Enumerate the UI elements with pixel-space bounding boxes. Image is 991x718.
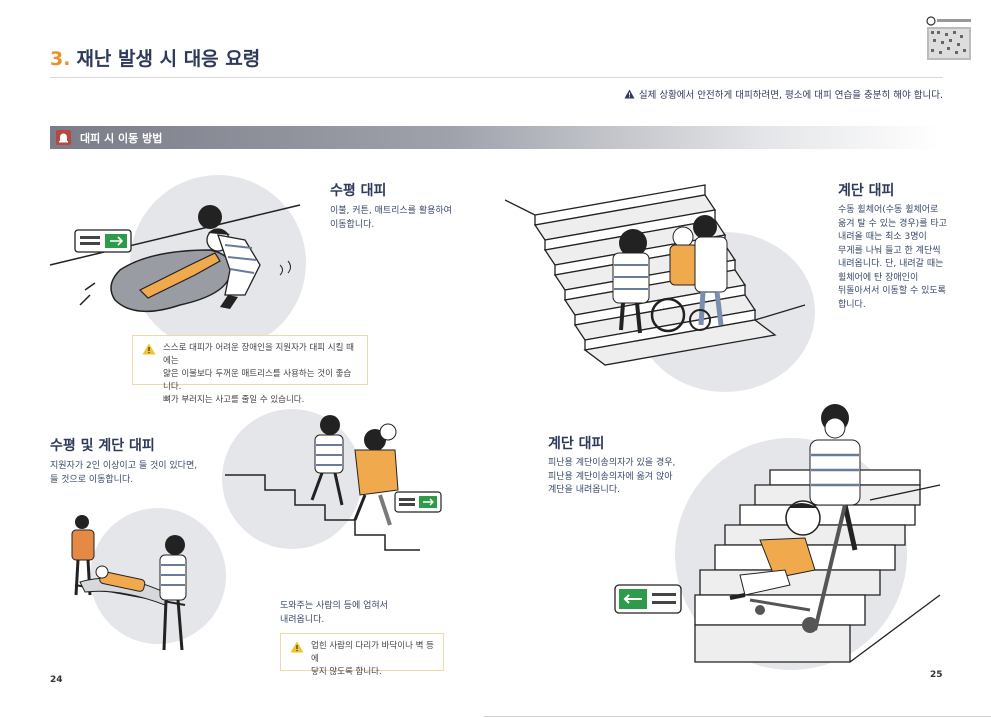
page-title: 3.재난 발생 시 대응 요령 — [50, 44, 260, 71]
horizontal-tip-box: 스스로 대피가 어려운 장애인을 지원자가 대피 시킬 때에는 얇은 이불보다 … — [132, 335, 368, 405]
tip-line: 닿지 않도록 합니다. — [311, 667, 382, 677]
stairs-device-body-line: 피난용 계단이송의자가 있을 경우, — [548, 458, 676, 468]
stairs-body-line: 옮겨 탈 수 있는 경우)를 타고 — [838, 218, 947, 229]
both-body: 지원자가 2인 이상이고 들 것이 있다면, 들 것으로 이동합니다. — [50, 460, 220, 487]
stairs-device-body: 피난용 계단이송의자가 있을 경우, 피난용 계단이송의자에 옮겨 앉아 계단을… — [548, 457, 728, 498]
stairs-body-line: 휠체어에 탄 장애인이 — [838, 272, 919, 283]
tip-line: 얇은 이불보다 두꺼운 매트리스를 사용하는 것이 좋습니다. — [163, 369, 352, 392]
stairs-body-line: 합니다. — [838, 299, 866, 310]
both-title: 수평 및 계단 대피 — [50, 438, 155, 454]
warning-icon — [624, 89, 635, 99]
page-bottom-rule — [484, 716, 991, 717]
illustration-bg-circle — [222, 409, 362, 549]
carry-body-line: 도와주는 사람의 등에 업혀서 — [280, 601, 388, 611]
stairs-body-line: 내려옵니다. 단, 내려갈 때는 — [838, 259, 944, 269]
qr-code — [925, 16, 973, 62]
alarm-icon — [56, 130, 71, 145]
exit-sign — [394, 491, 442, 513]
piggyback-stairs-illustration — [225, 415, 442, 551]
carry-tip-box: 업힌 사람의 다리가 바닥이나 벽 등에 닿지 않도록 합니다. — [280, 633, 444, 677]
both-body-line: 들 것으로 이동합니다. — [50, 474, 134, 485]
stairs-device-title: 계단 대피 — [548, 436, 605, 452]
stairs-title: 계단 대피 — [838, 183, 895, 199]
stairs-body-line: 무게를 나눠 들고 한 계단씩 — [838, 245, 941, 256]
carry-body-line: 내려옵니다. — [280, 614, 325, 625]
stairs-body: 수동 휠체어(수동 휠체어로 옮겨 탈 수 있는 경우)를 타고 내려올 때는 … — [838, 204, 958, 312]
section-number: 3. — [50, 48, 71, 70]
stairs-device-body-line: 계단을 내려옵니다. — [548, 485, 620, 495]
tip-line: 뼈가 부러지는 사고를 줄일 수 있습니다. — [163, 395, 305, 405]
stairs-body-line: 수동 휠체어(수동 휠체어로 — [838, 205, 939, 215]
notice-text: 실제 상황에서 안전하게 대피하려면, 평소에 대피 연습을 충분히 해야 합니… — [638, 90, 943, 101]
section-title: 재난 발생 시 대응 요령 — [76, 48, 261, 70]
exit-sign — [614, 584, 682, 614]
stairs-device-body-line: 피난용 계단이송의자에 옮겨 앉아 — [548, 471, 673, 482]
evac-chair-illustration — [614, 404, 941, 663]
title-rule — [50, 77, 943, 78]
section-band — [50, 126, 940, 149]
horizontal-title: 수평 대피 — [330, 183, 387, 199]
stretcher-illustration — [71, 515, 187, 651]
carry-body: 도와주는 사람의 등에 업혀서 내려옵니다. — [280, 600, 440, 627]
stairs-body-line: 뒤돌아서서 이동할 수 있도록 — [838, 286, 946, 296]
exit-sign — [74, 229, 132, 253]
tip-line: 업힌 사람의 다리가 바닥이나 벽 등에 — [311, 641, 434, 664]
mattress-drag-illustration — [49, 204, 301, 313]
warning-icon — [290, 641, 304, 658]
wheelchair-stairs-illustration — [505, 184, 806, 366]
tip-line: 스스로 대피가 어려운 장애인을 지원자가 대피 시킬 때에는 — [163, 343, 354, 366]
horizontal-body-line: 이불, 커튼, 매트리스를 활용하여 — [330, 206, 452, 216]
stairs-body-line: 내려올 때는 최소 3명이 — [838, 232, 927, 242]
page-number-left: 24 — [50, 675, 63, 685]
practice-notice: 실제 상황에서 안전하게 대피하려면, 평소에 대피 연습을 충분히 해야 합니… — [624, 87, 943, 101]
both-body-line: 지원자가 2인 이상이고 들 것이 있다면, — [50, 461, 198, 471]
page-number-right: 25 — [930, 670, 943, 680]
horizontal-body: 이불, 커튼, 매트리스를 활용하여 이동합니다. — [330, 205, 470, 232]
horizontal-body-line: 이동합니다. — [330, 219, 375, 230]
warning-icon — [142, 343, 156, 360]
band-label: 대피 시 이동 방법 — [80, 132, 163, 145]
